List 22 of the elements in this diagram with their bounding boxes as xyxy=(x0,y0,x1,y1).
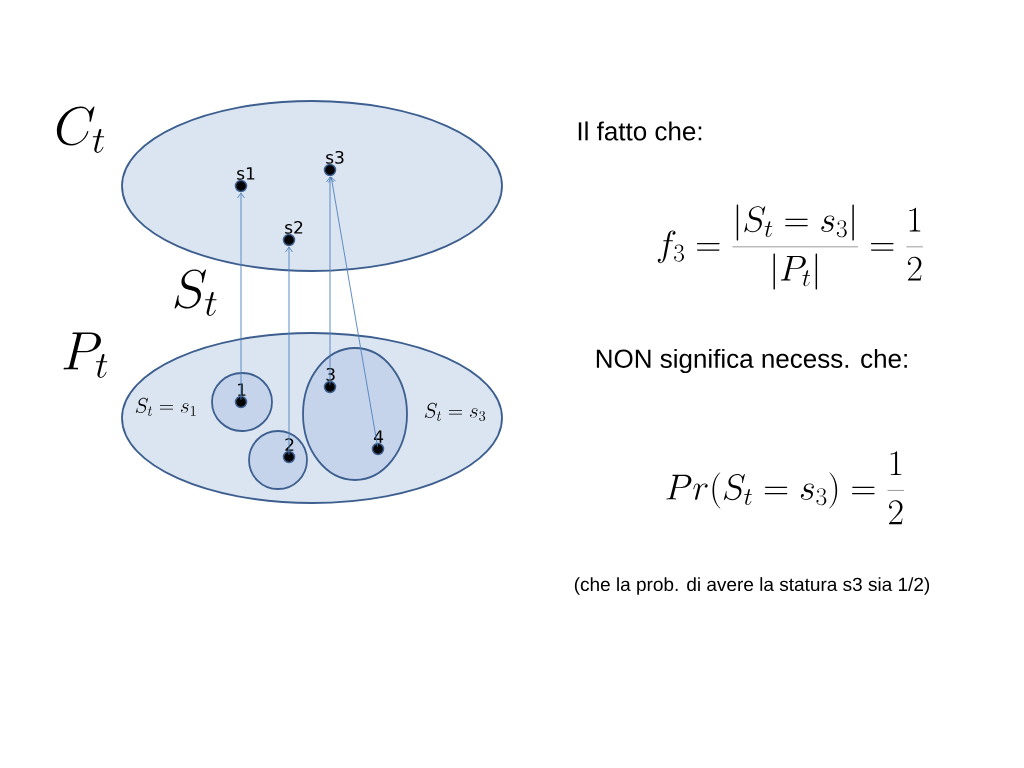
node-label: s2 xyxy=(285,220,303,234)
node-label: 4 xyxy=(374,430,384,443)
node-label: 2 xyxy=(285,438,294,451)
arrow xyxy=(237,192,245,401)
node-label: $P_t$ xyxy=(63,332,108,378)
text: (che la prob. di avere la statura s3 sia 1/2) xyxy=(574,577,930,595)
text: NON significa necess. che: xyxy=(596,348,907,374)
formula: $f_3 = \frac{|S_t = s_3|}{|P_t|} = \frac{1}{2}$ xyxy=(657,204,923,290)
node-label: 1 xyxy=(238,383,246,396)
arrow xyxy=(326,176,334,386)
ellipse xyxy=(248,430,308,490)
node-label: s1 xyxy=(237,167,255,180)
arrow xyxy=(328,176,379,448)
formula: $S_t$ xyxy=(174,269,217,316)
arrow xyxy=(285,246,293,456)
node-label: $S_t = s_1$ xyxy=(135,397,196,416)
formula: $Pr(S_t = s_3) = \frac{1}{2}$ xyxy=(666,451,905,525)
node-label: 3 xyxy=(326,367,335,381)
node-label: $C_t$ xyxy=(56,106,105,153)
node-label: $S_t = s_3$ xyxy=(424,402,486,422)
node-label: s3 xyxy=(326,150,344,164)
text: Il fatto che: xyxy=(578,121,702,141)
